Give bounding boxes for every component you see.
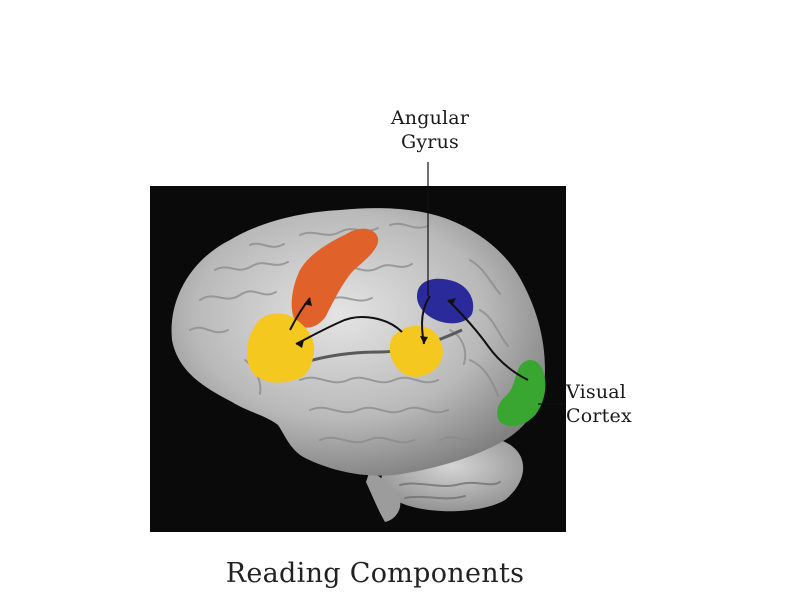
orange-region bbox=[291, 228, 379, 328]
brain bbox=[171, 208, 545, 476]
visual-cortex-label-line2: Cortex bbox=[566, 405, 632, 427]
visual-cortex-label-line1: Visual bbox=[566, 381, 627, 403]
brainstem bbox=[366, 470, 401, 522]
yellow-region-center bbox=[389, 325, 443, 377]
angular-gyrus-label-line1: Angular bbox=[390, 107, 470, 129]
yellow-region-left bbox=[246, 313, 315, 383]
angular-gyrus-label-line2: Gyrus bbox=[401, 131, 459, 153]
figure-caption: Reading Components bbox=[225, 558, 525, 589]
visual-cortex-label: Visual Cortex bbox=[566, 380, 656, 428]
angular-gyrus-label: Angular Gyrus bbox=[370, 106, 490, 154]
pathway-arrowheads bbox=[296, 298, 456, 348]
green-region bbox=[497, 359, 546, 427]
